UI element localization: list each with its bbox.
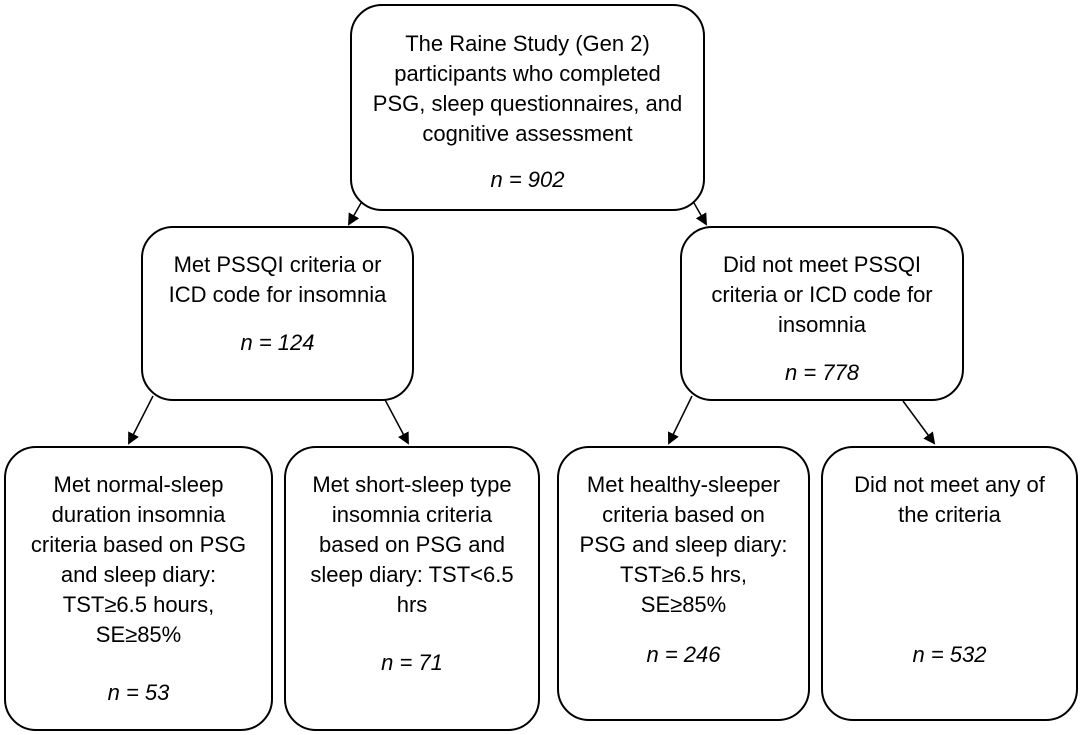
short-sleep-count: n = 71 bbox=[381, 650, 443, 675]
root-text: The Raine Study (Gen 2) participants who… bbox=[372, 31, 683, 146]
no-insomnia-criteria-box: Did not meet PSSQI criteria or ICD code … bbox=[680, 226, 964, 401]
short-sleep-text: Met short-sleep type insomnia criteria b… bbox=[310, 472, 514, 617]
short-sleep-insomnia-box: Met short-sleep type insomnia criteria b… bbox=[284, 446, 540, 731]
no-insomnia-count: n = 778 bbox=[784, 360, 859, 385]
no-insomnia-text: Did not meet PSSQI criteria or ICD code … bbox=[711, 252, 933, 337]
root-count: n = 902 bbox=[490, 167, 565, 192]
root-participants-box: The Raine Study (Gen 2) participants who… bbox=[350, 4, 705, 211]
arrow-no-insomnia-to-none bbox=[902, 400, 936, 445]
insomnia-count: n = 124 bbox=[240, 330, 315, 355]
normal-sleep-count: n = 53 bbox=[107, 680, 170, 705]
none-text: Did not meet any of the criteria bbox=[854, 472, 1045, 527]
no-criteria-box: Did not meet any of the criteria n = 532 bbox=[821, 446, 1078, 721]
healthy-count: n = 246 bbox=[646, 642, 721, 667]
arrow-insomnia-to-short bbox=[382, 395, 409, 445]
normal-sleep-insomnia-box: Met normal-sleep duration insomnia crite… bbox=[4, 446, 273, 731]
none-count: n = 532 bbox=[912, 642, 987, 667]
healthy-sleeper-box: Met healthy-sleeper criteria based on PS… bbox=[557, 446, 810, 721]
arrow-no-insomnia-to-healthy bbox=[668, 395, 693, 445]
insomnia-criteria-box: Met PSSQI criteria or ICD code for insom… bbox=[141, 226, 414, 401]
normal-sleep-text: Met normal-sleep duration insomnia crite… bbox=[30, 472, 247, 647]
arrow-insomnia-to-normal bbox=[128, 395, 154, 445]
healthy-text: Met healthy-sleeper criteria based on PS… bbox=[579, 472, 788, 617]
insomnia-text: Met PSSQI criteria or ICD code for insom… bbox=[168, 252, 387, 307]
